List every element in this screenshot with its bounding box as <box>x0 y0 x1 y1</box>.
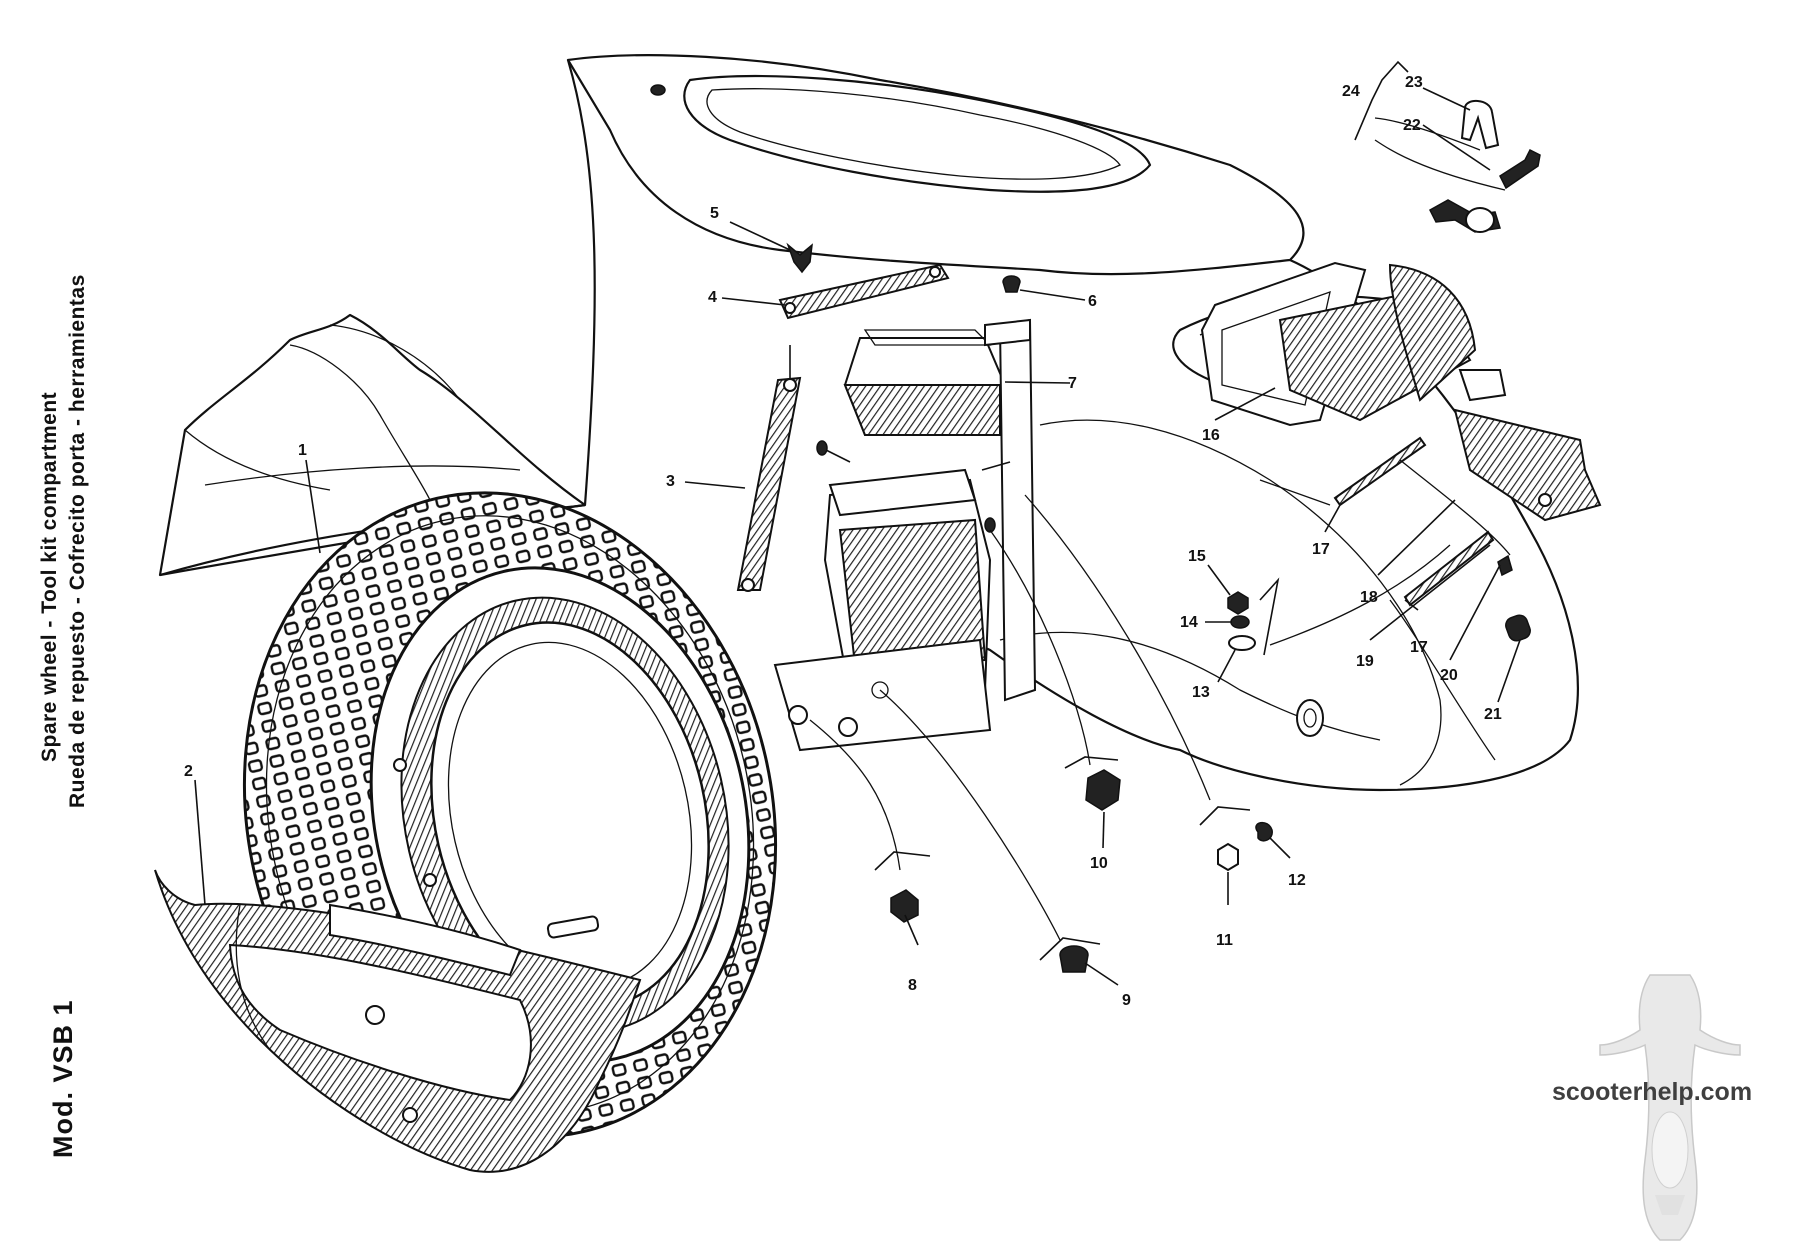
callout-16: 16 <box>1202 427 1220 444</box>
callout-6: 6 <box>1088 293 1097 310</box>
grommet-part-6 <box>1002 275 1021 293</box>
callout-14: 14 <box>1180 614 1198 631</box>
washer-part-12 <box>1255 821 1273 842</box>
callout-10: 10 <box>1090 855 1108 872</box>
callout-4: 4 <box>708 289 717 306</box>
wing-nut-part-5 <box>786 242 813 274</box>
strap-part-3 <box>736 345 802 592</box>
callout-12: 12 <box>1288 872 1306 889</box>
callout-23: 23 <box>1405 74 1423 91</box>
callout-15: 15 <box>1188 548 1206 565</box>
nut-part-15 <box>1227 591 1249 615</box>
watermark-text: scooterhelp.com <box>1552 1078 1753 1106</box>
callout-5: 5 <box>710 205 719 222</box>
key-part-22 <box>1499 148 1541 190</box>
nut-part-11 <box>1217 842 1239 872</box>
title-spanish: Rueda de repuesto - Cofrecito porta - he… <box>66 274 89 808</box>
wheel-cover <box>154 869 642 1173</box>
washer-part-13 <box>1228 635 1256 651</box>
callout-3: 3 <box>666 473 675 490</box>
scooter-body <box>158 54 1579 792</box>
callout-17b: 17 <box>1410 639 1428 656</box>
callout-17a: 17 <box>1312 541 1330 558</box>
callout-18: 18 <box>1360 589 1378 606</box>
spring-part-21 <box>1505 614 1531 642</box>
callout-20: 20 <box>1440 667 1458 684</box>
tab-part-18 <box>1458 369 1507 402</box>
bracket-part-18 <box>1453 408 1602 522</box>
callout-7: 7 <box>1068 375 1077 392</box>
clip-part-20 <box>1497 554 1513 577</box>
nut-part-10 <box>1085 769 1121 811</box>
model-label: Mod. VSB 1 <box>48 999 78 1158</box>
callout-19: 19 <box>1356 653 1374 670</box>
callout-22: 22 <box>1403 117 1421 134</box>
callout-8: 8 <box>908 977 917 994</box>
rod-part-17-lower <box>1403 530 1495 607</box>
pad-part-16 <box>1200 261 1477 427</box>
strap-part-4 <box>778 263 950 320</box>
washer-part-14 <box>1230 615 1250 629</box>
grommet-part-9 <box>1059 945 1089 973</box>
callout-13: 13 <box>1192 684 1210 701</box>
scooter-logo <box>1599 974 1741 1241</box>
callout-1: 1 <box>298 442 307 459</box>
callout-9: 9 <box>1122 992 1131 1009</box>
callout-2: 2 <box>184 763 193 780</box>
tool-kit-box <box>773 318 1037 752</box>
title-english: Spare wheel - Tool kit compartment <box>38 391 61 762</box>
rod-part-17-upper <box>1333 436 1427 507</box>
clip-part-23 <box>1460 100 1500 150</box>
callout-11: 11 <box>1216 932 1233 949</box>
callout-21: 21 <box>1484 706 1502 723</box>
callout-numbers: 1 2 3 4 5 6 7 8 9 10 11 12 13 14 15 16 1… <box>184 74 1502 1009</box>
callout-24: 24 <box>1342 83 1360 100</box>
nut-part-8 <box>890 889 919 923</box>
